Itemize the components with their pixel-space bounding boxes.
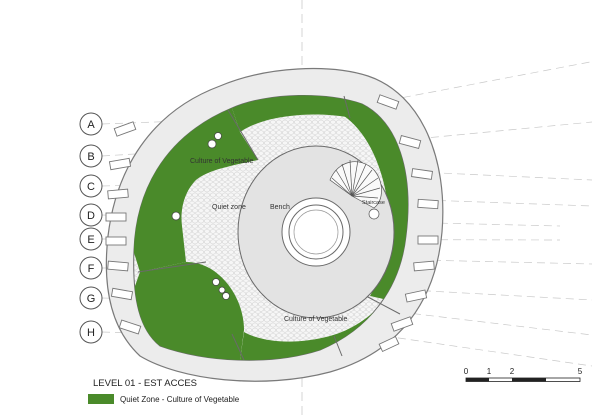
axis-marker-b: B	[79, 144, 103, 168]
axis-marker-e: E	[79, 227, 103, 251]
scale-tick-5: 5	[578, 367, 583, 376]
axis-marker-f: F	[79, 256, 103, 280]
bench-ring-inner	[288, 204, 344, 260]
axis-marker-c: C	[79, 174, 103, 198]
svg-text:D: D	[87, 210, 95, 222]
structural-fins	[105, 94, 439, 353]
legend: Quiet Zone - Culture of Vegetable	[88, 394, 240, 404]
label-culture-top: Culture of Vegetable	[190, 158, 254, 165]
legend-swatch	[88, 394, 114, 404]
label-bench: Bench	[270, 204, 290, 211]
label-quiet-zone: Quiet zone	[212, 204, 246, 211]
zone-dividers	[137, 95, 401, 361]
staircase-icon	[329, 159, 382, 220]
scale-tick-2: 2	[510, 367, 515, 376]
svg-text:H: H	[87, 327, 95, 339]
svg-text:F: F	[88, 263, 95, 275]
core-circle	[293, 209, 339, 255]
label-staircase: Staircase	[362, 200, 385, 206]
svg-text:G: G	[87, 293, 96, 305]
axis-marker-a: A	[79, 112, 103, 136]
legend-label: Quiet Zone - Culture of Vegetable	[120, 395, 240, 404]
plant-icons	[171, 132, 230, 300]
label-culture-bottom: Culture of Vegetable	[284, 316, 348, 323]
scale-tick-1: 1	[487, 367, 492, 376]
svg-text:C: C	[87, 181, 95, 193]
svg-text:A: A	[87, 119, 95, 131]
axis-marker-d: D	[79, 203, 103, 227]
svg-text:E: E	[87, 234, 94, 246]
plan-title: LEVEL 01 - EST ACCES	[93, 378, 197, 389]
scale-bar: 0 1 2 5	[464, 367, 583, 382]
axis-marker-g: G	[79, 286, 103, 310]
grid-axis-markers: A B C D E F G H	[79, 112, 103, 344]
scale-tick-0: 0	[464, 367, 469, 376]
axis-marker-h: H	[79, 320, 103, 344]
svg-text:B: B	[87, 151, 94, 163]
